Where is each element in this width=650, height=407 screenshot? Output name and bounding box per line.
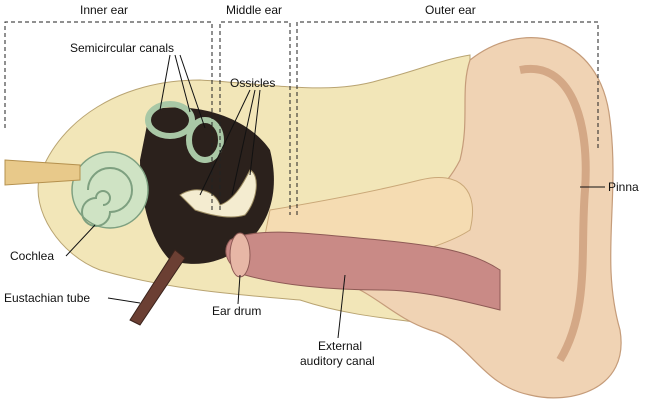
inner-ear-label: Inner ear (80, 3, 129, 17)
auditory-nerve (4, 159, 81, 186)
eustachian-tube-label: Eustachian tube (4, 291, 91, 305)
semicircular-canals-label: Semicircular canals (70, 41, 175, 55)
ossicles-label: Ossicles (230, 76, 276, 90)
pinna-label: Pinna (608, 180, 639, 194)
external-auditory-canal (225, 231, 501, 311)
inner-ear-bracket (4, 21, 213, 210)
middle-ear-label: Middle ear (226, 3, 283, 17)
outer-ear-bracket (296, 21, 599, 215)
middle-ear-cavity (140, 107, 274, 264)
ear-drum-label: Ear drum (212, 304, 262, 318)
eustachian-tube (129, 249, 186, 326)
cochlea (71, 151, 149, 229)
external-auditory-canal-label-line1: External (318, 339, 363, 353)
cochlea-label: Cochlea (10, 249, 55, 263)
middle-ear-bracket (219, 21, 291, 215)
ear-drum (229, 232, 251, 278)
outer-ear-label: Outer ear (425, 3, 476, 17)
pinna-fold (519, 64, 590, 363)
semicircular-canal (145, 101, 195, 139)
external-auditory-canal-label-line2: auditory canal (300, 354, 375, 368)
ossicles (179, 169, 257, 218)
